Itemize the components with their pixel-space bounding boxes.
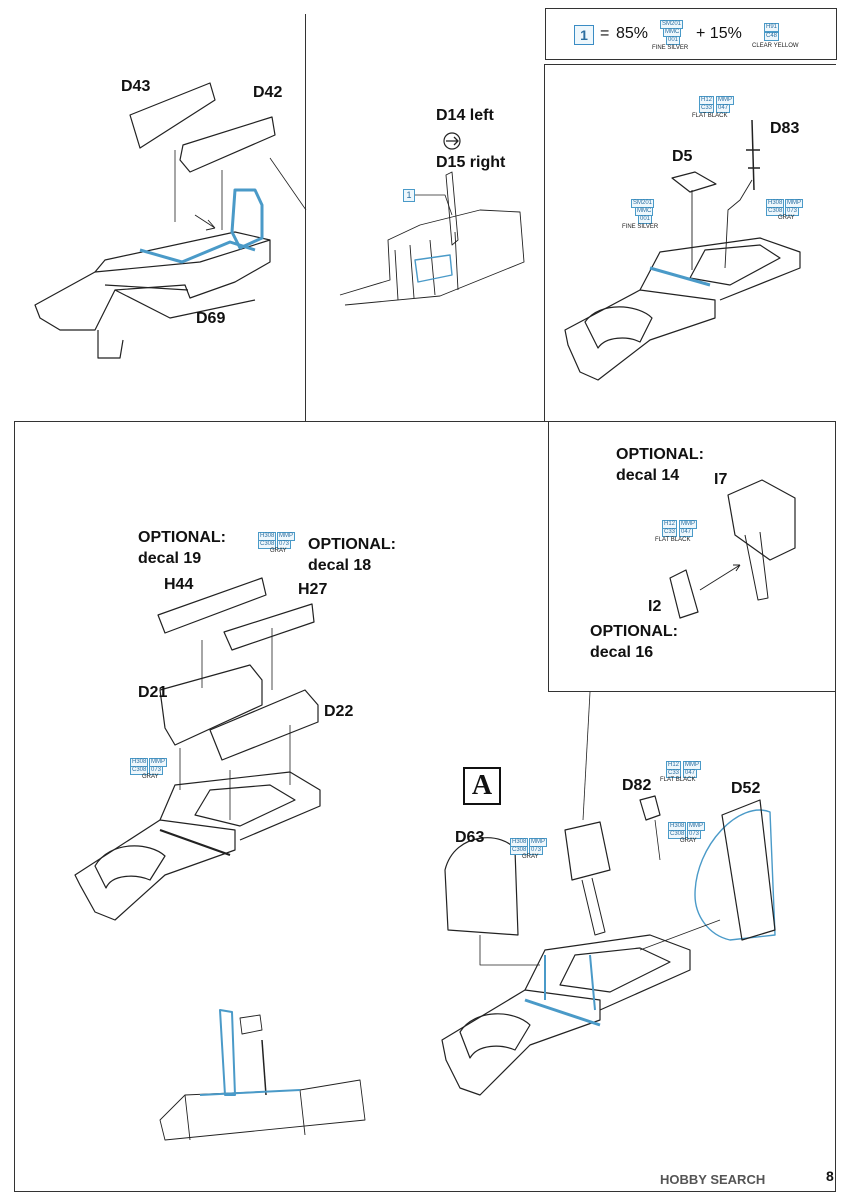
inset-detail-drawing [159, 1009, 366, 1141]
paint-name: GRAY [778, 215, 795, 221]
panel-i7-drawing [727, 479, 796, 561]
mix-equals: = [600, 25, 610, 42]
label-d22: D22 [324, 703, 354, 720]
label-d69: D69 [196, 310, 226, 327]
label-optional-19: OPTIONAL: [138, 529, 226, 546]
mix-code-1-n: 001 [666, 36, 681, 45]
paint-mix-box: 1 = 85% SM201 MMC 001 FINE SILVER + 15% … [545, 8, 837, 60]
seat-back-drawing [564, 821, 611, 881]
paint-name: FLAT BLACK [692, 113, 728, 119]
label-d21: D21 [138, 684, 168, 701]
paint-code: 001 [638, 215, 653, 224]
label-d5: D5 [672, 148, 693, 165]
paint-code: C308 [258, 540, 277, 549]
paint-code: 073 [785, 207, 800, 216]
label-h44: H44 [164, 576, 194, 593]
label-decal-19: decal 19 [138, 550, 202, 567]
mix-percent-1: 85% [616, 25, 649, 42]
watermark-logo: HOBBY SEARCH [660, 1172, 766, 1187]
paint-code: C308 [510, 846, 529, 855]
cockpit-side-view [339, 171, 525, 306]
part-d83-drawing [746, 119, 760, 191]
paint-code: 073 [529, 846, 544, 855]
highlight-rail-a [524, 998, 601, 1027]
paint-code: 073 [149, 766, 164, 775]
mix-ref-number: 1 [574, 25, 594, 45]
label-i2: I2 [648, 598, 662, 615]
paint-code: 047 [716, 104, 731, 113]
panel-h27-drawing [223, 603, 315, 651]
panel-top-middle [306, 14, 544, 422]
part-d22-drawing [209, 689, 319, 761]
mix-name-1: FINE SILVER [652, 45, 689, 51]
paint-code: C308 [766, 207, 785, 216]
paint-name: FLAT BLACK [655, 537, 691, 543]
mix-code-2-n: C48 [764, 32, 780, 41]
label-optional-16: OPTIONAL: [590, 623, 678, 640]
label-d42: D42 [253, 84, 283, 101]
label-d43: D43 [121, 78, 151, 95]
label-h27: H27 [298, 581, 328, 598]
label-decal-16: decal 16 [590, 644, 654, 661]
left-right-arrow-icon [443, 132, 461, 150]
paint-code: C33 [666, 769, 682, 778]
highlight-side-panel [230, 188, 264, 250]
paint-name: GRAY [142, 774, 159, 780]
paint-code: 073 [277, 540, 292, 549]
label-d83: D83 [770, 120, 800, 137]
paint-name: FINE SILVER [622, 224, 659, 230]
highlight-floor-rails [139, 240, 256, 264]
tub-d69-drawing [34, 231, 271, 359]
panel-d43-drawing [129, 82, 216, 149]
paint-name: FLAT BLACK [660, 777, 696, 783]
panel-optional-inset [548, 422, 836, 692]
paint-name: GRAY [270, 548, 287, 554]
tub-bottom-left-drawing [74, 771, 321, 921]
label-d15-right: D15 right [436, 154, 506, 171]
paint-code: C308 [668, 830, 687, 839]
label-optional-18: OPTIONAL: [308, 536, 396, 553]
part-d82-drawing [639, 795, 661, 821]
paint-code: C33 [699, 104, 715, 113]
tub-bottom-right-drawing [441, 934, 691, 1096]
panel-top-right [544, 64, 836, 422]
label-i7: I7 [714, 471, 728, 488]
tub-top-right-drawing [564, 237, 801, 381]
label-d14-left: D14 left [436, 107, 494, 124]
step-a-marker: A [463, 767, 501, 805]
panel-bottom [14, 422, 836, 1192]
panel-i2-drawing [669, 569, 699, 619]
page-number: 8 [826, 1168, 834, 1184]
part-d5-drawing [671, 171, 717, 193]
highlight-rail-top-right [649, 266, 711, 287]
mix-percent-2: + 15% [696, 25, 742, 42]
paint-ref-1-tag: 1 [403, 189, 415, 202]
paint-code: C308 [130, 766, 149, 775]
panel-top-left [14, 14, 306, 422]
paint-code: 073 [687, 830, 702, 839]
paint-code: C33 [662, 528, 678, 537]
label-decal-18: decal 18 [308, 557, 372, 574]
label-decal-14: decal 14 [616, 467, 680, 484]
paint-code: 047 [683, 769, 698, 778]
panel-h44-drawing [157, 577, 267, 634]
part-d63-drawing [444, 837, 519, 936]
paint-name: GRAY [680, 838, 697, 844]
label-optional-14: OPTIONAL: [616, 446, 704, 463]
paint-name: GRAY [522, 854, 539, 860]
mix-name-2: CLEAR YELLOW [752, 43, 799, 49]
label-d52: D52 [731, 780, 761, 797]
console-d42-drawing [179, 116, 276, 173]
label-d63: D63 [455, 829, 485, 846]
part-d52-drawing [694, 809, 776, 941]
part-d21-drawing [159, 664, 263, 746]
paint-code: 047 [679, 528, 694, 537]
label-d82: D82 [622, 777, 652, 794]
mix-code-2-h: H91 [764, 23, 780, 32]
